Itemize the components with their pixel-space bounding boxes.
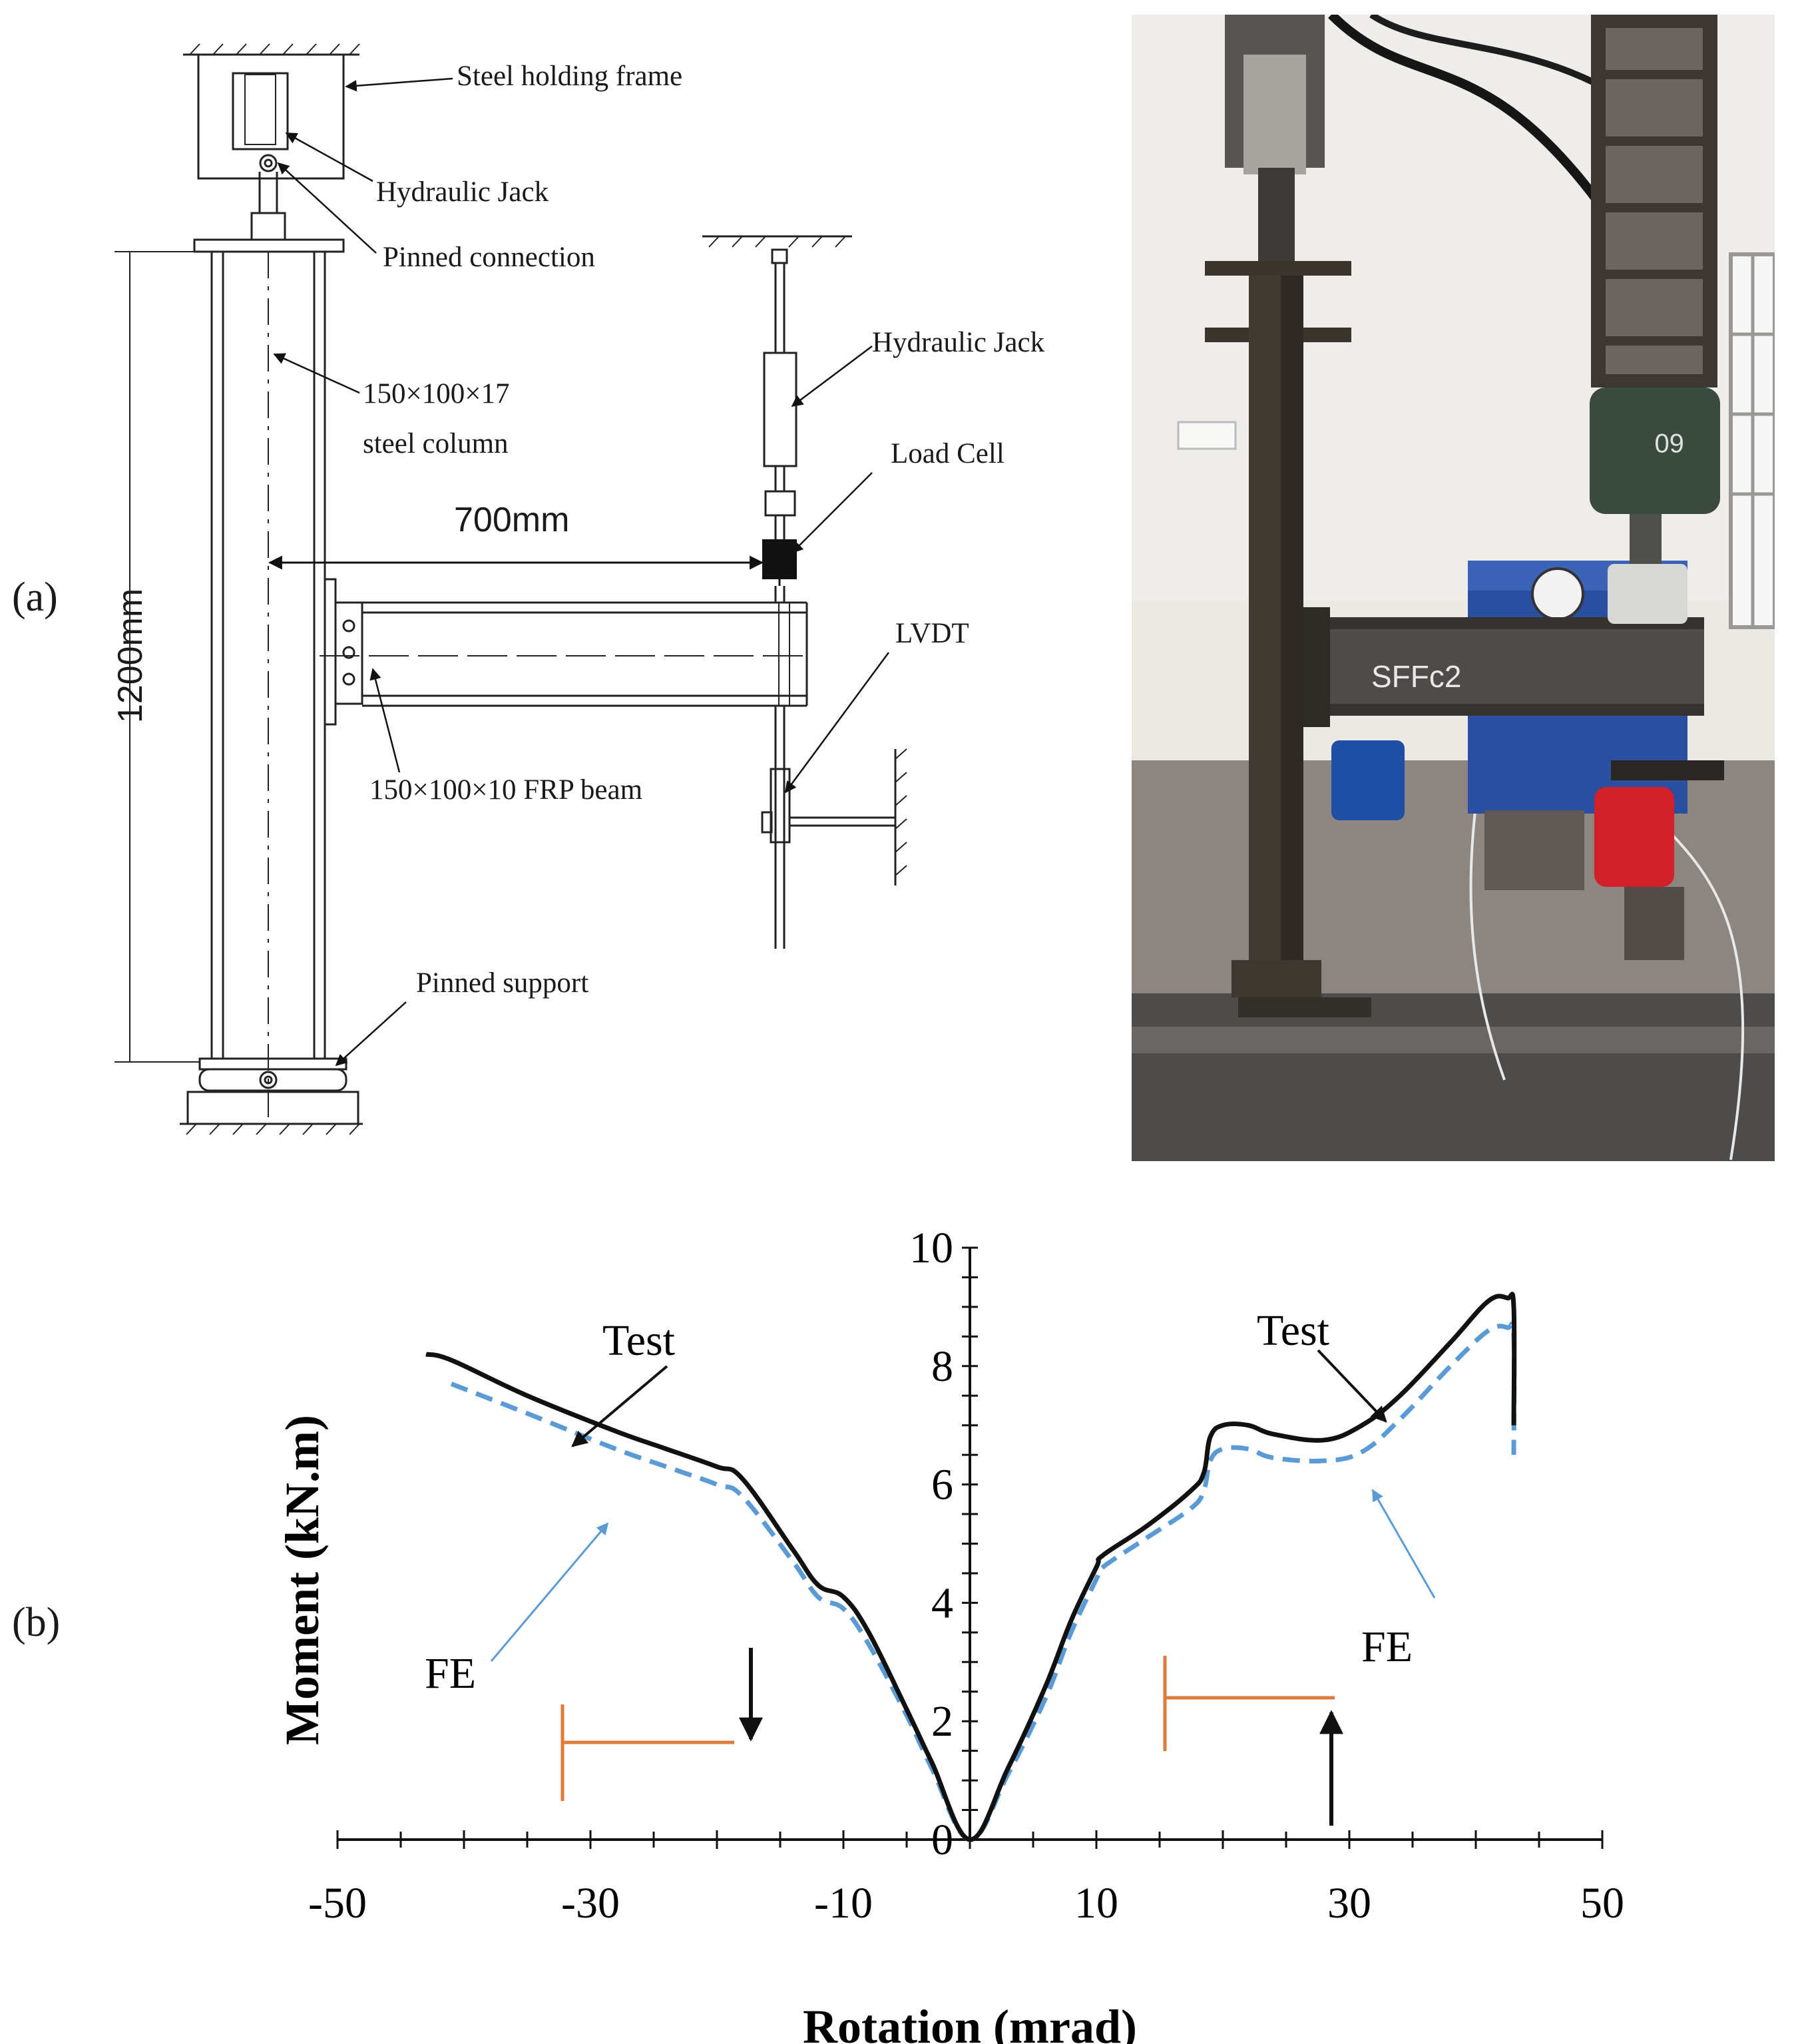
panel-b-label: (b)	[12, 1600, 61, 1645]
label-700mm: 700mm	[454, 501, 569, 539]
x-tick-label: 50	[1580, 1879, 1624, 1927]
panel-a-label: (a)	[12, 575, 58, 620]
moment-rotation-chart: -50 -30 -10 10 30 50 0 2 4 6 8 10 Rotation (mrad) M…	[276, 1224, 1624, 2044]
y-axis-title: Moment (kN.m)	[276, 1415, 329, 1745]
arrow-fe-left	[490, 1522, 609, 1662]
x-tick-label: -30	[561, 1879, 620, 1927]
x-tick-label: 10	[1074, 1879, 1118, 1927]
label-1200mm: 1200mm	[111, 589, 150, 723]
label-hydraulic-jack-right: Hydraulic Jack	[872, 327, 1045, 358]
x-axis-title: Rotation (mrad)	[803, 2000, 1137, 2044]
test-setup-schematic: Steel holding frame Hydraulic Jack Pinne…	[111, 43, 1045, 1135]
chart-axes: -50 -30 -10 10 30 50 0 2 4 6 8 10	[308, 1224, 1624, 1927]
series-fe-line	[450, 1321, 1517, 1842]
x-tick-label: 30	[1327, 1879, 1371, 1927]
label-load-cell: Load Cell	[891, 438, 1005, 469]
y-tick-label: 10	[909, 1224, 953, 1272]
arrow-test-right	[1317, 1349, 1387, 1423]
test-setup-photo: SFFc2 60	[1132, 15, 1775, 1161]
annotation-fe-left: FE	[425, 1649, 476, 1698]
label-hydraulic-jack-top: Hydraulic Jack	[376, 176, 549, 208]
y-tick-label: 2	[931, 1697, 953, 1746]
photo-jack-marking: 60	[1655, 428, 1685, 457]
annotation-test-right: Test	[1257, 1306, 1329, 1355]
label-pinned-support: Pinned support	[416, 967, 588, 999]
label-steel-holding-frame: Steel holding frame	[457, 61, 682, 92]
arrow-test-left	[571, 1365, 668, 1447]
y-tick-label: 4	[931, 1579, 953, 1627]
label-lvdt: LVDT	[895, 618, 969, 649]
y-tick-label: 8	[931, 1342, 953, 1391]
chart-series	[425, 1292, 1517, 1842]
label-pinned-connection: Pinned connection	[383, 242, 595, 273]
series-test-line	[425, 1292, 1517, 1842]
y-tick-label: 6	[931, 1461, 953, 1509]
annotation-fe-right: FE	[1361, 1623, 1413, 1671]
x-tick-label: -10	[814, 1879, 873, 1927]
x-tick-label: -50	[308, 1879, 367, 1927]
annotation-test-left: Test	[602, 1316, 675, 1365]
arrow-fe-right	[1371, 1489, 1436, 1599]
label-column-section: 150×100×17	[363, 378, 510, 409]
photo-beam-marking: SFFc2	[1371, 659, 1461, 694]
y-tick-label: 0	[931, 1816, 953, 1864]
label-steel-column: steel column	[363, 428, 509, 459]
label-frp-beam: 150×100×10 FRP beam	[369, 774, 642, 806]
